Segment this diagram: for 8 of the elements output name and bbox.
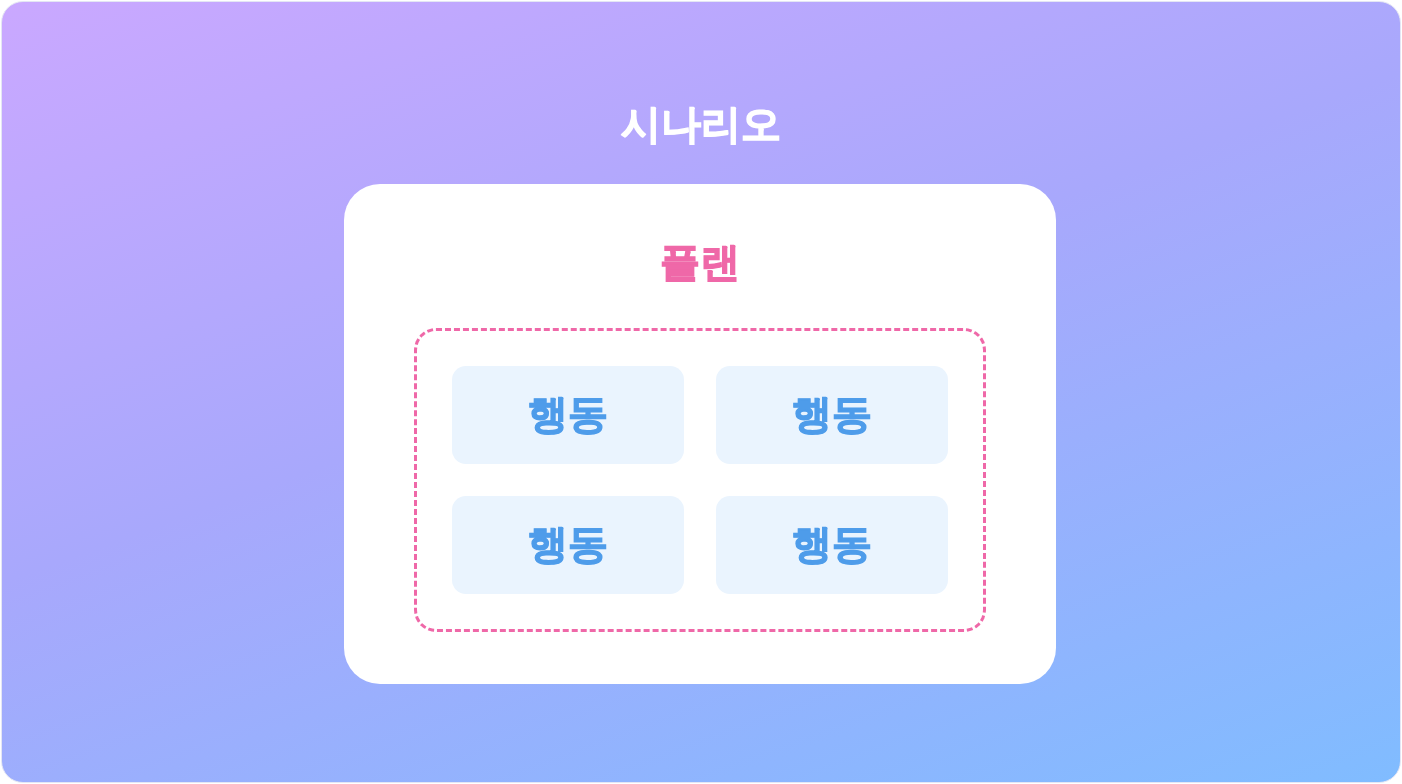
action-box: 행동 (451, 365, 684, 464)
action-box: 행동 (715, 495, 948, 594)
plan-card (343, 183, 1056, 684)
panel-title: 시나리오 (620, 100, 782, 148)
action-box: 행동 (715, 365, 948, 464)
dashed-group-frame (413, 327, 986, 632)
card-title: 플랜 (658, 237, 741, 286)
action-box: 행동 (451, 495, 684, 594)
